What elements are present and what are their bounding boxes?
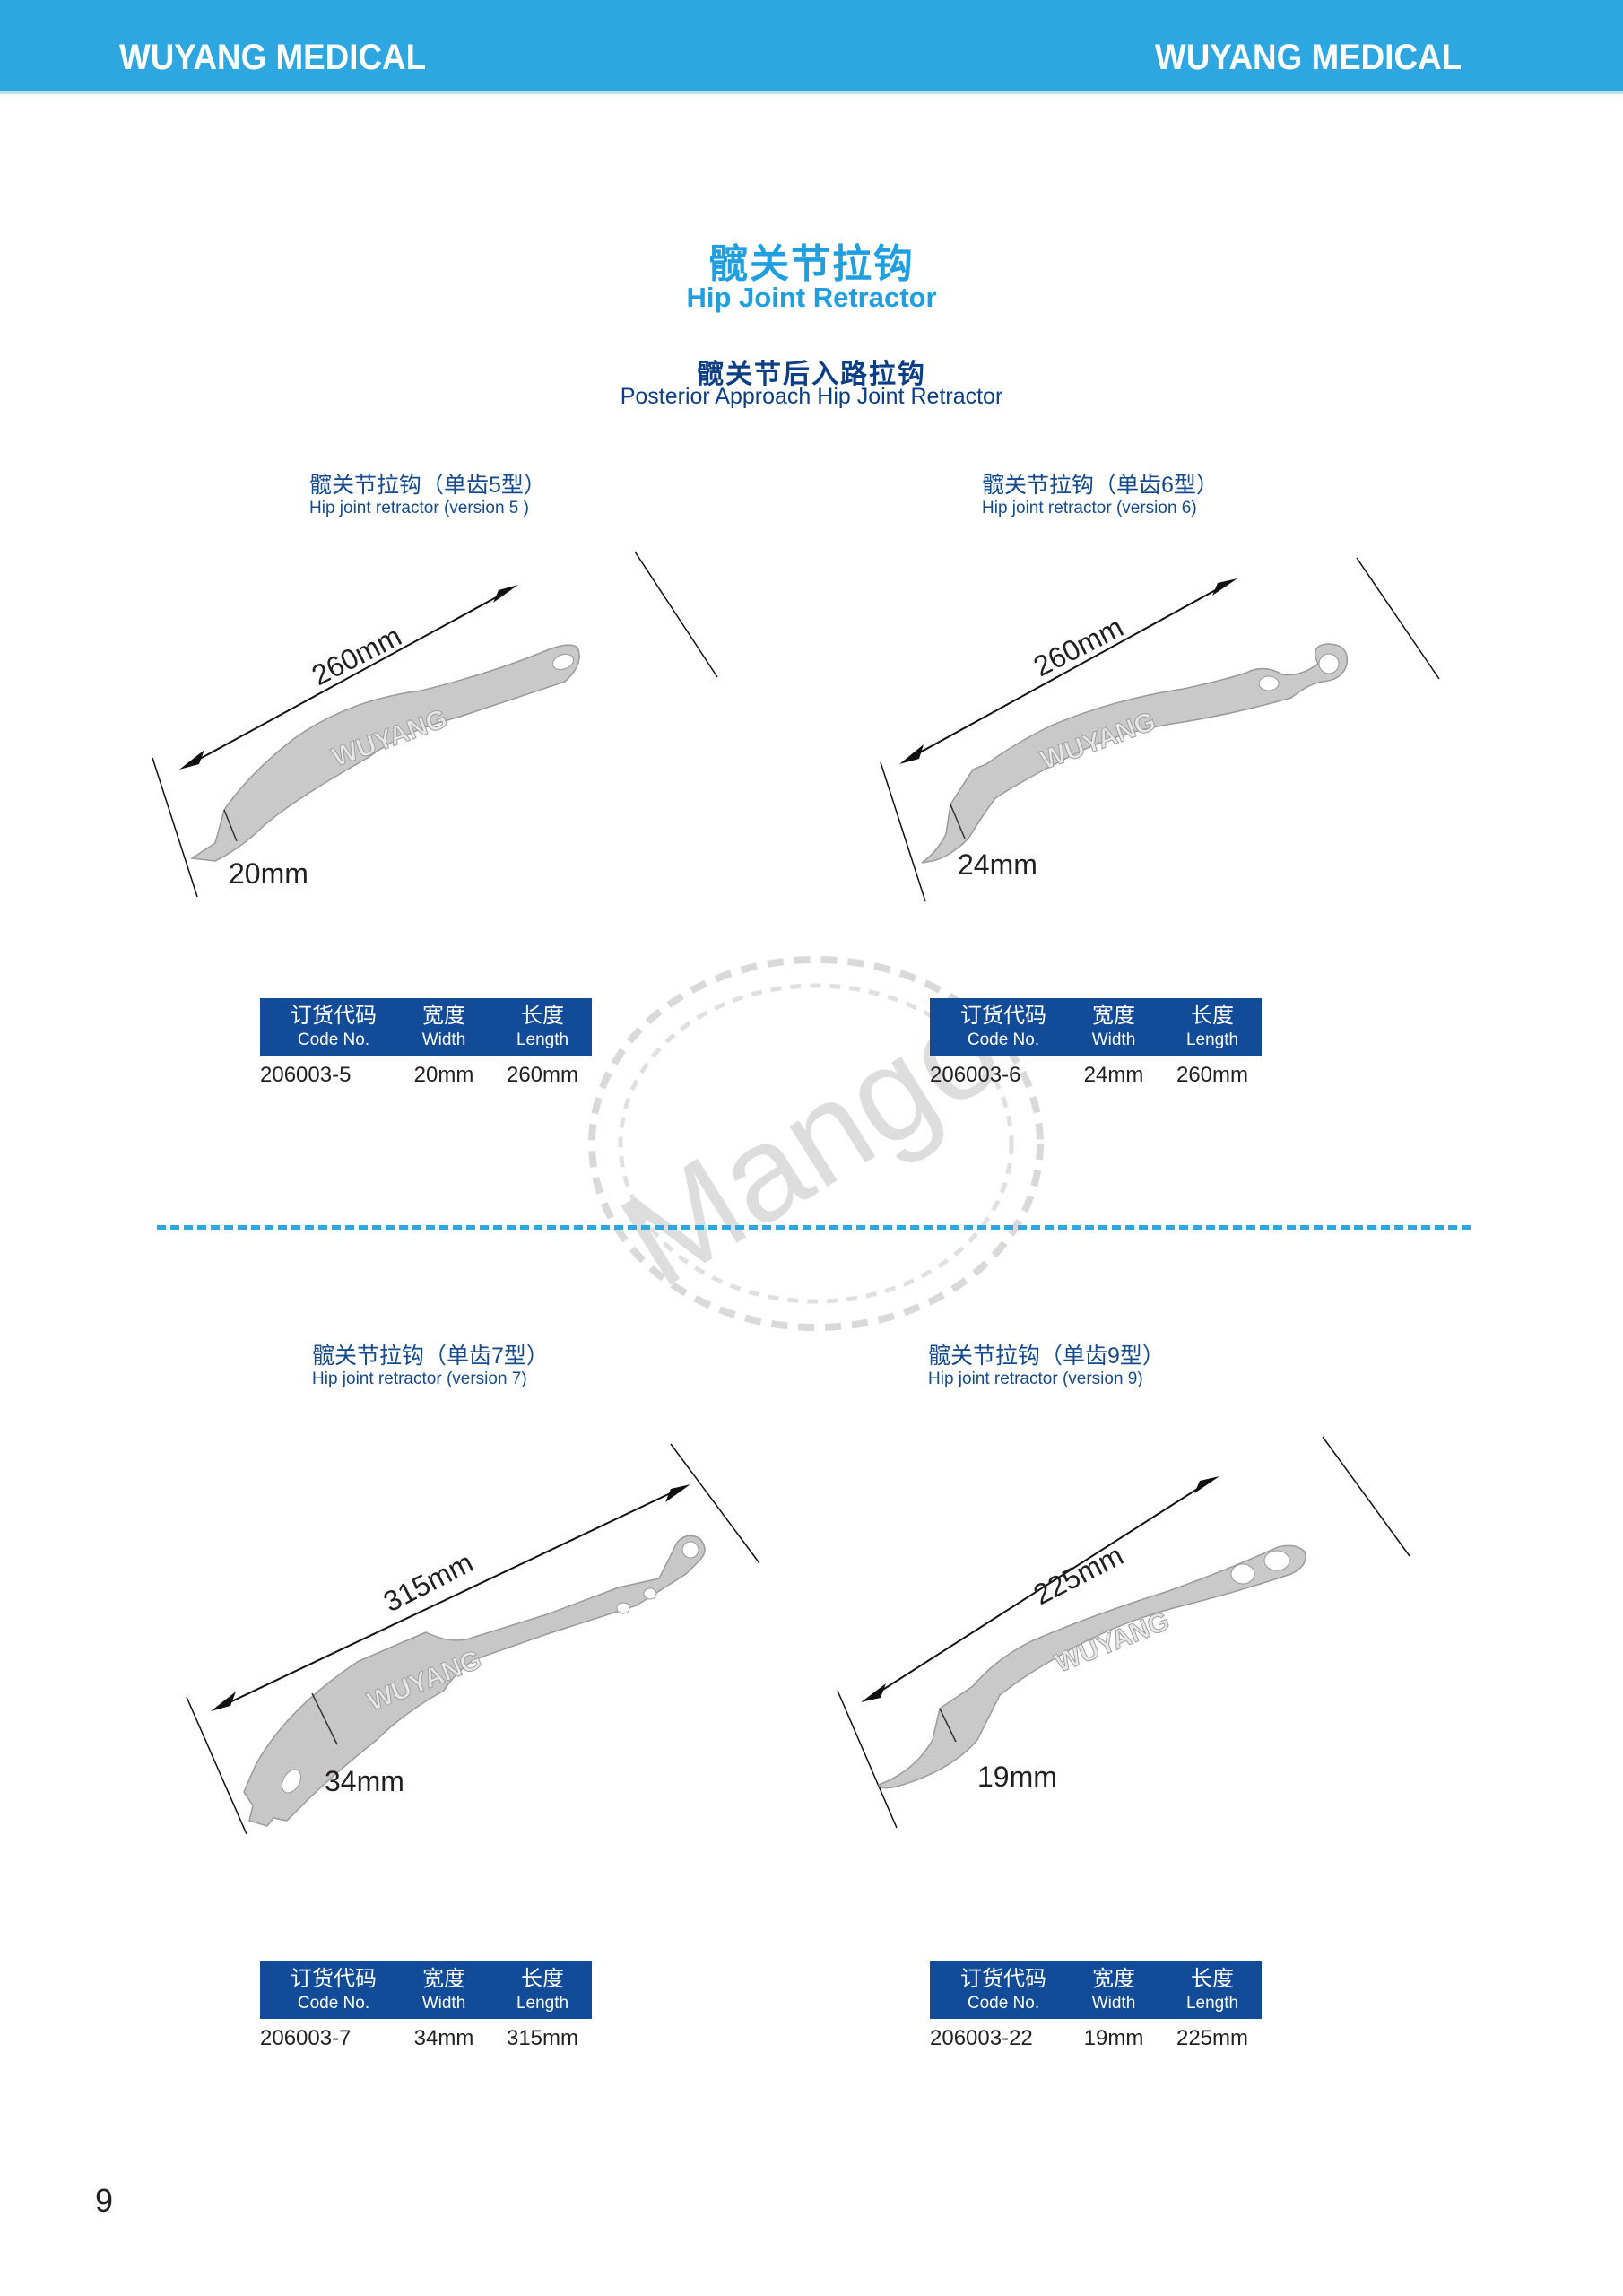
product-name-en: Hip joint retractor (version 7) — [312, 1370, 527, 1388]
spec-table: 订货代码 Code No. 宽度 Width 长度 Length 206003-22 … — [930, 1961, 1262, 2058]
product-name-en: Hip joint retractor (version 6) — [982, 499, 1197, 517]
column-header-length-cn: 长度 — [521, 1967, 564, 1991]
column-header-code-en: Code No. — [967, 1994, 1040, 2013]
subsection-title-cn: 髋关节后入路拉钩 — [697, 359, 926, 390]
column-header-code-en: Code No. — [297, 1994, 370, 2013]
column-header-code-cn: 订货代码 — [960, 1967, 1046, 1991]
spec-table-header: 订货代码 Code No. 宽度 Width 长度 Length — [930, 998, 1262, 1056]
spec-table: 订货代码 Code No. 宽度 Width 长度 Length 206003-7 3… — [260, 1961, 592, 2058]
length-dimension-label: 260mm — [307, 620, 406, 692]
width-dimension-label: 24mm — [958, 848, 1037, 881]
table-row: 206003-22 19mm 225mm — [930, 2019, 1262, 2058]
column-header-length-cn: 长度 — [1191, 1967, 1234, 1991]
table-row: 206003-7 34mm 315mm — [260, 2019, 592, 2058]
length-cell: 225mm — [1176, 2026, 1249, 2050]
spec-table-header: 订货代码 Code No. 宽度 Width 长度 Length — [260, 1961, 592, 2019]
column-header-width-en: Width — [421, 1994, 466, 2013]
section-divider — [157, 1225, 1471, 1230]
column-header-code-cn: 订货代码 — [960, 1004, 1046, 1028]
code-cell: 206003-6 — [930, 1063, 1021, 1087]
column-header-length-cn: 长度 — [521, 1004, 564, 1028]
column-header-width-cn: 宽度 — [422, 1004, 465, 1028]
width-cell: 34mm — [413, 2026, 474, 2050]
code-cell: 206003-5 — [260, 1063, 352, 1087]
product-name-cn: 髋关节拉钩（单齿6型） — [982, 473, 1219, 498]
product-caption: 髋关节拉钩（单齿6型） Hip joint retractor (version… — [982, 472, 1219, 518]
width-dimension-label: 34mm — [325, 1765, 404, 1797]
product-name-cn: 髋关节拉钩（单齿5型） — [309, 473, 546, 498]
length-cell: 260mm — [506, 1063, 579, 1087]
product-name-en: Hip joint retractor (version 5 ) — [309, 499, 529, 517]
column-header-width-en: Width — [421, 1031, 466, 1049]
spec-table: 订货代码 Code No. 宽度 Width 长度 Length 206003-6 2… — [930, 998, 1262, 1095]
brand-name-left: WUYANG MEDICAL — [119, 38, 427, 77]
code-cell: 206003-22 — [930, 2026, 1033, 2050]
column-header-code-cn: 订货代码 — [291, 1004, 377, 1028]
column-header-width-cn: 宽度 — [1092, 1967, 1135, 1991]
column-header-length-en: Length — [1185, 1031, 1239, 1049]
length-dimension-label: 225mm — [1028, 1539, 1128, 1612]
section-title-cn: 髋关节拉钩 — [708, 241, 915, 287]
section-title-en: Hip Joint Retractor — [686, 282, 937, 313]
brand-name-right: WUYANG MEDICAL — [1155, 38, 1462, 77]
length-cell: 260mm — [1176, 1063, 1249, 1087]
spec-table-header: 订货代码 Code No. 宽度 Width 长度 Length — [260, 998, 592, 1056]
width-dimension-label: 20mm — [229, 857, 308, 890]
retractor-image: WUYANG 260mm 20mm — [135, 538, 744, 915]
table-row: 206003-5 20mm 260mm — [260, 1056, 592, 1095]
product-name-cn: 髋关节拉钩（单齿9型） — [928, 1344, 1165, 1369]
product-caption: 髋关节拉钩（单齿9型） Hip joint retractor (version… — [928, 1343, 1165, 1389]
spec-table: 订货代码 Code No. 宽度 Width 长度 Length 206003-5 2… — [260, 998, 592, 1095]
code-cell: 206003-7 — [260, 2026, 352, 2050]
header-bar: WUYANG MEDICAL WUYANG MEDICAL — [0, 0, 1623, 94]
width-cell: 19mm — [1083, 2026, 1144, 2050]
width-cell: 24mm — [1083, 1063, 1144, 1087]
table-row: 206003-6 24mm 260mm — [930, 1056, 1262, 1095]
subsection-title-en: Posterior Approach Hip Joint Retractor — [620, 384, 1003, 409]
page-number: 9 — [95, 2182, 114, 2219]
retractor-image: WUYANG 260mm 24mm — [861, 538, 1471, 915]
column-header-width-cn: 宽度 — [1092, 1004, 1135, 1028]
column-header-code-cn: 订货代码 — [291, 1967, 377, 1991]
column-header-length-cn: 长度 — [1191, 1004, 1234, 1028]
product-caption: 髋关节拉钩（单齿5型） Hip joint retractor (version… — [309, 472, 546, 518]
length-cell: 315mm — [506, 2026, 579, 2050]
width-cell: 20mm — [413, 1063, 474, 1087]
retractor-image: WUYANG 225mm 19mm — [825, 1417, 1435, 1830]
spec-table-header: 订货代码 Code No. 宽度 Width 长度 Length — [930, 1961, 1262, 2019]
product-name-en: Hip joint retractor (version 9) — [928, 1370, 1143, 1388]
retractor-image: WUYANG 315mm 34mm — [170, 1426, 780, 1839]
product-caption: 髋关节拉钩（单齿7型） Hip joint retractor (version… — [312, 1343, 549, 1389]
column-header-width-cn: 宽度 — [422, 1967, 465, 1991]
column-header-code-en: Code No. — [967, 1031, 1040, 1049]
column-header-length-en: Length — [1185, 1994, 1239, 2013]
column-header-width-en: Width — [1091, 1994, 1136, 2013]
width-dimension-label: 19mm — [977, 1761, 1057, 1793]
length-dimension-label: 260mm — [1028, 611, 1128, 683]
column-header-width-en: Width — [1091, 1031, 1136, 1049]
column-header-length-en: Length — [516, 1994, 569, 2013]
column-header-length-en: Length — [516, 1031, 569, 1049]
product-name-cn: 髋关节拉钩（单齿7型） — [312, 1344, 549, 1369]
column-header-code-en: Code No. — [297, 1031, 370, 1049]
